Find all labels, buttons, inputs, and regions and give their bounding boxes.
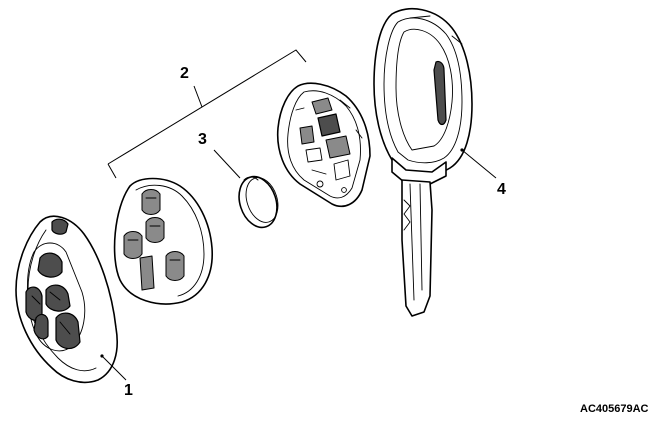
part-3-battery bbox=[238, 175, 279, 229]
callout-2: 2 bbox=[180, 65, 189, 82]
bracket-2 bbox=[107, 49, 307, 179]
part-2-button-pad bbox=[113, 177, 213, 305]
part-4-key-shell bbox=[373, 7, 473, 317]
callout-3: 3 bbox=[198, 131, 207, 148]
leader-lines bbox=[101, 149, 497, 381]
callout-4: 4 bbox=[497, 181, 506, 198]
figure-reference-code: AC405679AC bbox=[580, 403, 649, 415]
callout-1: 1 bbox=[124, 382, 133, 399]
part-1-cover bbox=[15, 215, 118, 384]
part-2-circuit-board bbox=[276, 82, 371, 208]
